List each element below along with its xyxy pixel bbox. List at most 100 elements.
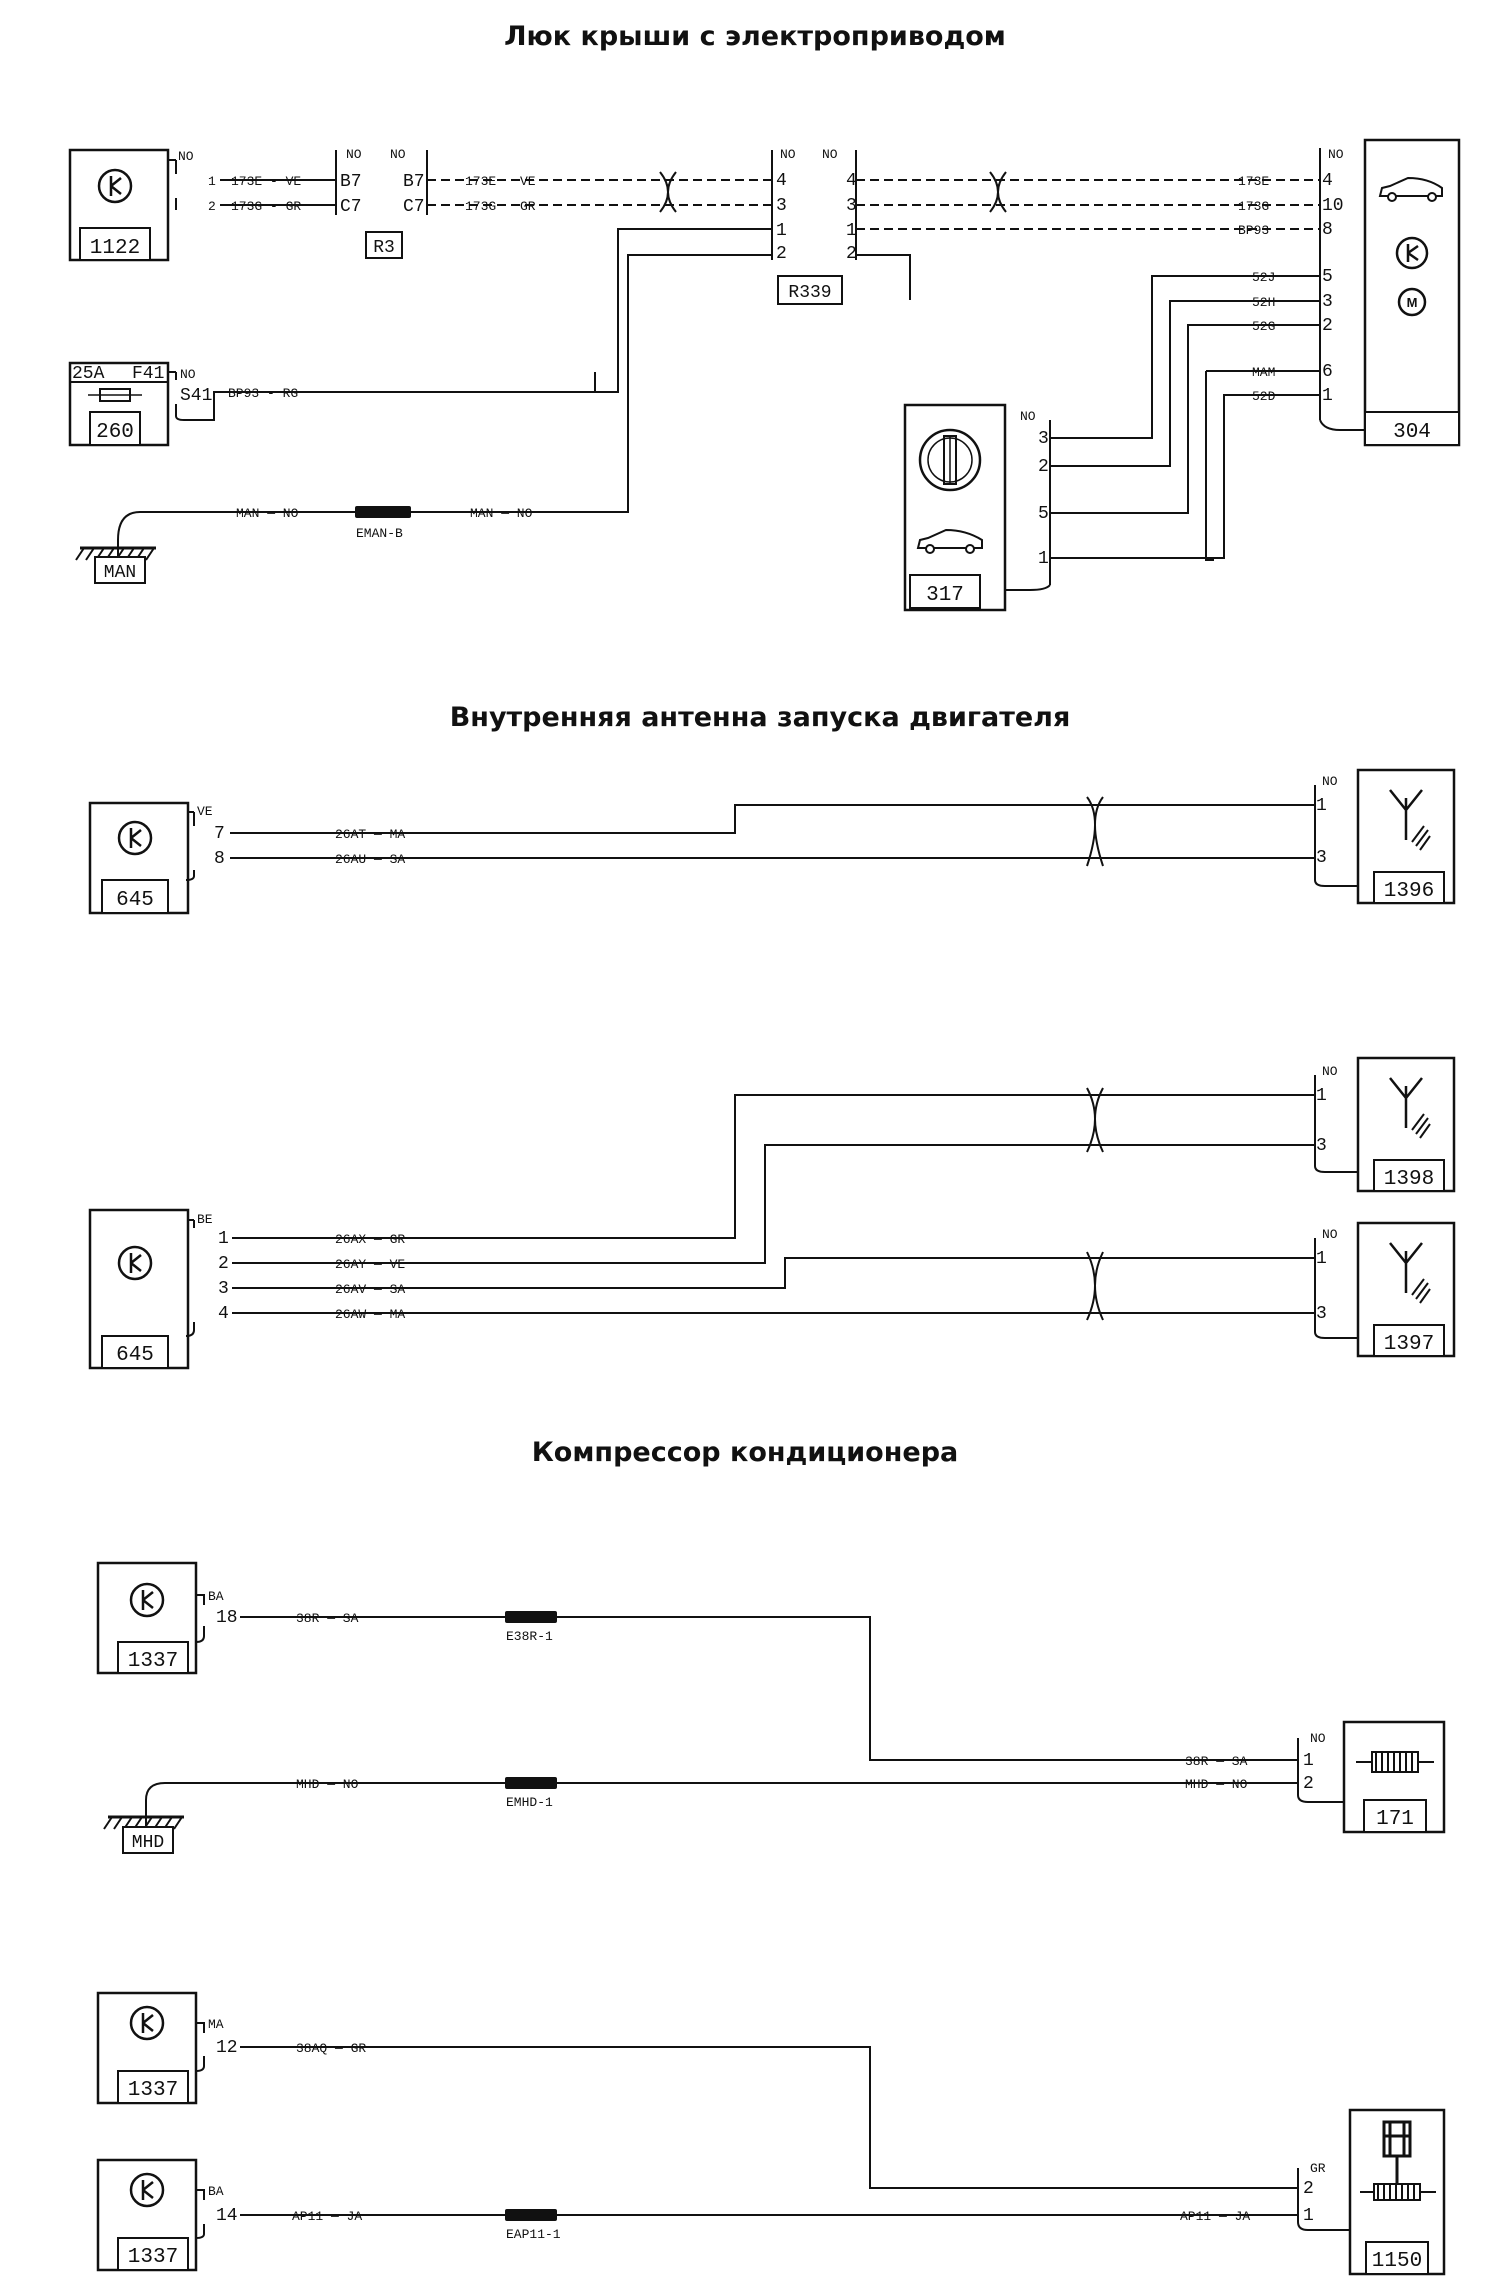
splice-e38r-1: [505, 1611, 557, 1623]
conn-label: NO: [390, 147, 406, 162]
pin-label: 1: [1316, 1249, 1327, 1269]
conn-label: NO: [1020, 409, 1036, 424]
pin-label: 3: [1038, 429, 1049, 449]
pin-label: 7: [214, 824, 225, 844]
wire-label: 52D: [1252, 389, 1276, 404]
splice-eap11-1: [505, 2209, 557, 2221]
wire-label-ap11: AP11 — JA: [1180, 2209, 1250, 2224]
svg-text:260: 260: [96, 421, 134, 444]
wire-label-mhd-no: MHD — NO: [1185, 1777, 1248, 1792]
splice-label-eap11-1: EAP11-1: [506, 2227, 561, 2242]
pin-label: C7: [403, 197, 425, 217]
pin-label: 3: [1322, 292, 1333, 312]
twisted-pair-symbol: [1086, 796, 1104, 867]
pin-label: 3: [1316, 1304, 1327, 1324]
pin-label: 2: [1038, 457, 1049, 477]
conn-label: MA: [208, 2017, 224, 2032]
pin-label: 1: [1316, 796, 1327, 816]
svg-text:1397: 1397: [1384, 1333, 1434, 1356]
wire-label-26ax: 26AX — GR: [335, 1232, 405, 1247]
pin-label: 1: [1303, 1751, 1314, 1771]
pin-label: 1: [846, 221, 857, 241]
svg-text:R3: R3: [373, 238, 395, 258]
wire-label-26au: 26AU — SA: [335, 852, 405, 867]
splice-eman-b: [355, 506, 411, 518]
pin-label: 4: [1322, 171, 1333, 191]
conn-label: NO: [1322, 774, 1338, 789]
wire-label-man-no: MAN — NO: [236, 506, 299, 521]
wire-label-bp93-rg: BP93 - RG: [228, 386, 298, 401]
ground-mhd: MHD: [103, 1782, 505, 1854]
antenna-icon: [1389, 789, 1431, 851]
wire-label-26aw: 26AW — MA: [335, 1307, 405, 1322]
pin-label: 18: [216, 1608, 238, 1628]
svg-text:645: 645: [116, 1344, 154, 1367]
connector-r3: R3: [335, 150, 428, 259]
pin-label: B7: [340, 172, 362, 192]
component-1337-b: 1337: [96, 1991, 198, 2105]
car-icon: [916, 528, 983, 554]
pin-label: 2: [846, 244, 857, 264]
conn-label: BE: [197, 1212, 213, 1227]
component-1396: 1396: [1356, 768, 1456, 905]
component-1398: 1398: [1356, 1056, 1456, 1193]
wire-label-mhd-no: MHD — NO: [296, 1777, 359, 1792]
svg-text:645: 645: [116, 889, 154, 912]
component-260: 260 25A F41: [68, 361, 170, 447]
wire-label: 173G: [1238, 199, 1269, 214]
wire-label-38r: 38R — SA: [1185, 1754, 1248, 1769]
conn-1122-label: NO: [178, 149, 194, 164]
component-1397: 1397: [1356, 1221, 1456, 1358]
pin-label: 2: [1303, 1774, 1314, 1794]
pin-label: 2: [218, 1254, 229, 1274]
wire-label-38aq: 38AQ — GR: [296, 2041, 366, 2056]
wire-label-173g-gr: 173G - GR: [231, 199, 301, 214]
wire-label: 52J: [1252, 270, 1275, 285]
wire-label-173e: 173E: [465, 174, 496, 189]
pin-label: 8: [214, 849, 225, 869]
wire-label-man-no: MAN — NO: [470, 506, 533, 521]
pin-label: 8: [1322, 220, 1333, 240]
pin-label: 1: [1322, 386, 1333, 406]
splice-label-eman-b: EMAN-B: [356, 526, 403, 541]
wire-label: MAM: [1252, 365, 1275, 380]
fuse-rating: 25A: [72, 364, 105, 384]
wire-label-26at: 26AT — MA: [335, 827, 405, 842]
svg-text:1150: 1150: [1372, 2250, 1422, 2273]
wire-label: BP93: [1238, 223, 1269, 238]
component-645-top: 645: [88, 801, 190, 915]
svg-text:1122: 1122: [90, 237, 140, 260]
title-compressor: Компрессор кондиционера: [532, 1437, 959, 1468]
svg-text:304: 304: [1393, 421, 1431, 444]
ecu-icon: [1395, 236, 1429, 270]
component-645-bottom: 645: [88, 1208, 190, 1370]
conn-label: BA: [208, 2184, 224, 2199]
conn-label: NO: [346, 147, 362, 162]
wire-color-ve: VE: [520, 174, 536, 189]
svg-text:1396: 1396: [1384, 880, 1434, 903]
wire-label-26ay: 26AY — VE: [335, 1257, 405, 1272]
svg-text:171: 171: [1376, 1808, 1414, 1831]
svg-text:M: M: [1407, 295, 1418, 310]
component-304: 304 M: [1363, 138, 1461, 447]
pin-label: 1: [1316, 1086, 1327, 1106]
switch-icon: [918, 428, 982, 492]
ecu-icon: [97, 168, 133, 204]
antenna-icon: [1389, 1242, 1431, 1304]
splice-label-e38r-1: E38R-1: [506, 1629, 553, 1644]
svg-text:1337: 1337: [128, 2079, 178, 2102]
svg-text:317: 317: [926, 584, 964, 607]
component-1122: 1122: [68, 148, 170, 262]
wire-label-173e-ve: 173E - VE: [231, 174, 301, 189]
pin-label: 3: [1316, 1136, 1327, 1156]
svg-text:1337: 1337: [128, 1650, 178, 1673]
wire-label: 173E: [1238, 174, 1269, 189]
pin-label: B7: [403, 172, 425, 192]
ecu-icon: [129, 2005, 165, 2041]
svg-text:MHD: MHD: [132, 1833, 164, 1853]
conn-label: NO: [1322, 1227, 1338, 1242]
pin-label: 5: [1322, 267, 1333, 287]
title-sunroof: Люк крыши с электроприводом: [504, 21, 1006, 52]
pin-label: 1: [1038, 549, 1049, 569]
conn-label: VE: [197, 804, 213, 819]
